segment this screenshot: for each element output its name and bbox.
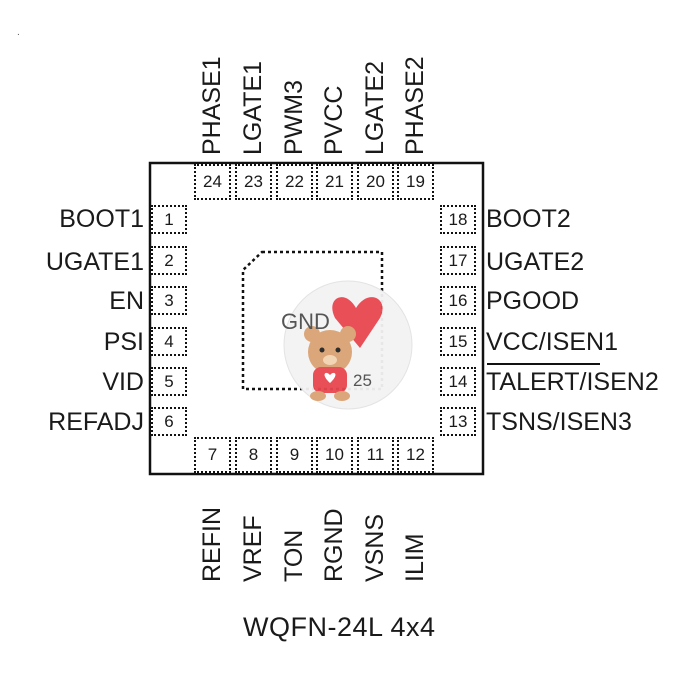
pin-box: 8: [235, 437, 272, 473]
pin-box: 6: [151, 407, 187, 436]
pin-box: 24: [194, 164, 231, 200]
pin-label-top: PWM3: [280, 80, 308, 155]
pin-box: 11: [357, 437, 394, 473]
pin-box: 10: [316, 437, 353, 473]
pin-box: 19: [397, 164, 434, 200]
pin-label-top: PHASE2: [401, 56, 429, 155]
pin-label-top: LGATE1: [239, 60, 267, 155]
pin-box: 5: [151, 367, 187, 396]
pin-label-left: PSI: [103, 328, 144, 356]
pin-label-left: BOOT1: [59, 205, 144, 233]
pin-label-left: UGATE1: [45, 248, 144, 276]
pin-box: 7: [194, 437, 231, 473]
pin-box: 20: [357, 164, 394, 200]
pin-label-bottom: REFIN: [198, 507, 226, 582]
pin-box: 4: [151, 327, 187, 356]
pin-label-top: LGATE2: [361, 60, 389, 155]
pin-label-right: VCC/ISEN1: [486, 328, 618, 356]
pin-label-right: TSNS/ISEN3: [486, 408, 632, 436]
pin-label-left: EN: [109, 287, 144, 315]
pin-label-right: TALERT/ISEN2: [486, 368, 659, 396]
pin-label-bottom: TON: [280, 529, 308, 582]
pin-label-left: VID: [102, 368, 144, 396]
pin-box: 23: [235, 164, 272, 200]
pin-box: 2: [151, 246, 187, 275]
pin-box: 17: [440, 246, 476, 275]
pin-label-bottom: RGND: [320, 508, 348, 582]
pin-box: 14: [440, 367, 476, 396]
pin-label-bottom: VREF: [239, 515, 267, 582]
pin-box: 21: [316, 164, 353, 200]
exposed-pad-number: 25: [353, 371, 372, 390]
pin-label-right: BOOT2: [486, 205, 571, 233]
pin-box: 18: [440, 205, 476, 234]
pin-box: 16: [440, 286, 476, 315]
corner-dot-mark: .: [17, 27, 20, 38]
package-body: [148, 161, 485, 476]
pin-box: 13: [440, 407, 476, 436]
exposed-pad-label: GND: [281, 309, 330, 334]
pin-label-top: PVCC: [320, 85, 348, 155]
pin-box: 1: [151, 205, 187, 234]
pin-label-right: PGOOD: [486, 287, 580, 315]
watermark-bear-icon: [283, 280, 413, 410]
pin-box: 12: [397, 437, 434, 473]
package-caption: WQFN-24L 4x4: [243, 612, 436, 642]
pin-box: 9: [276, 437, 313, 473]
pin-label-right: UGATE2: [486, 248, 585, 276]
pin-box: 22: [276, 164, 313, 200]
talert-overline: [487, 363, 600, 365]
pin-box: 3: [151, 286, 187, 315]
pin-label-left: REFADJ: [48, 408, 144, 436]
pin-label-top: PHASE1: [198, 56, 226, 155]
pin-label-bottom: ILIM: [401, 533, 429, 582]
pin-box: 15: [440, 327, 476, 356]
pin-label-bottom: VSNS: [361, 513, 389, 582]
